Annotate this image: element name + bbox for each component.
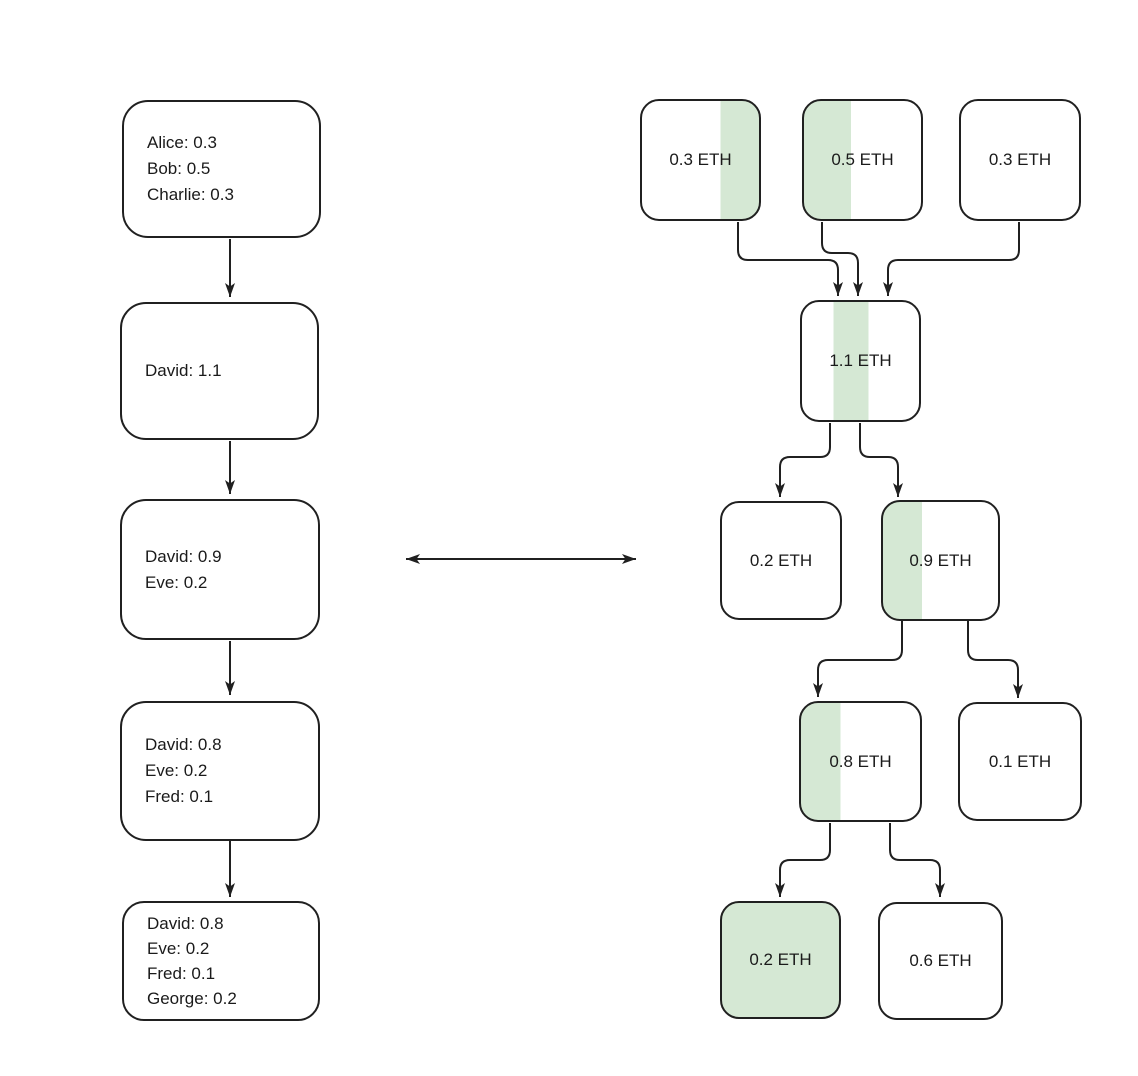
utxo-edge-0.8-to-0.2 (775, 823, 831, 897)
utxo-box-input-0.5: 0.5 ETH (802, 99, 923, 221)
utxo-edge-0.9-to-0.1 (967, 621, 1023, 698)
utxo-label: 0.5 ETH (831, 150, 894, 169)
utxo-box-input-0.3-b: 0.3 ETH (959, 99, 1081, 221)
account-state-box-1: Alice: 0.3 Bob: 0.5 Charlie: 0.3 (122, 100, 321, 238)
utxo-label: 0.3 ETH (988, 150, 1052, 169)
account-state-box-4: David: 0.8 Eve: 0.2 Fred: 0.1 (120, 701, 320, 841)
utxo-box-output-0.6: 0.6 ETH (878, 902, 1003, 1020)
utxo-box-0.8: 0.8 ETH (799, 701, 922, 822)
utxo-label: 0.3 ETH (669, 150, 732, 169)
utxo-label: 0.9 ETH (909, 550, 972, 570)
utxo-edge-0.3a-to-1.1 (737, 222, 843, 296)
utxo-label: 0.2 ETH (749, 550, 813, 570)
balance-line: Alice: 0.3 (147, 133, 217, 152)
balance-line: Charlie: 0.3 (147, 185, 234, 204)
utxo-label: 0.8 ETH (829, 751, 892, 771)
balance-line: Fred: 0.1 (147, 964, 216, 983)
utxo-label: 0.6 ETH (909, 951, 972, 970)
balance-line: David: 0.8 (147, 914, 224, 933)
utxo-edge-0.8-to-0.6 (889, 823, 945, 897)
account-state-box-2: David: 1.1 (120, 302, 319, 440)
balance-line: Eve: 0.2 (145, 761, 208, 780)
utxo-box-0.1: 0.1 ETH (958, 702, 1082, 821)
balance-line: Eve: 0.2 (147, 939, 210, 958)
account-state-box-3: David: 0.9 Eve: 0.2 (120, 499, 320, 640)
utxo-box-1.1: 1.1 ETH (800, 300, 921, 422)
utxo-box-0.9: 0.9 ETH (881, 500, 1000, 621)
balance-line: Fred: 0.1 (145, 787, 214, 806)
balance-line: David: 0.8 (145, 735, 222, 754)
utxo-edge-0.3c-to-1.1 (883, 222, 1020, 296)
utxo-label: 0.2 ETH (749, 950, 812, 969)
balance-line: Eve: 0.2 (145, 572, 208, 592)
utxo-edge-1.1-to-0.2 (775, 423, 831, 497)
account-state-box-5: David: 0.8 Eve: 0.2 Fred: 0.1 George: 0.… (122, 901, 320, 1021)
utxo-box-input-0.3-a: 0.3 ETH (640, 99, 761, 221)
utxo-edge-1.1-to-0.9 (859, 423, 903, 497)
utxo-label: 0.1 ETH (988, 751, 1052, 771)
utxo-label: 1.1 ETH (829, 351, 892, 370)
balance-line: David: 0.9 (145, 546, 222, 566)
balance-line: Bob: 0.5 (147, 159, 211, 178)
utxo-box-0.2-mid: 0.2 ETH (720, 501, 842, 620)
utxo-box-output-0.2: 0.2 ETH (720, 901, 841, 1019)
utxo-edge-0.9-to-0.8 (813, 621, 903, 697)
balance-line: George: 0.2 (147, 989, 237, 1008)
balance-line: David: 1.1 (145, 361, 222, 380)
utxo-edge-0.5-to-1.1 (821, 222, 863, 296)
